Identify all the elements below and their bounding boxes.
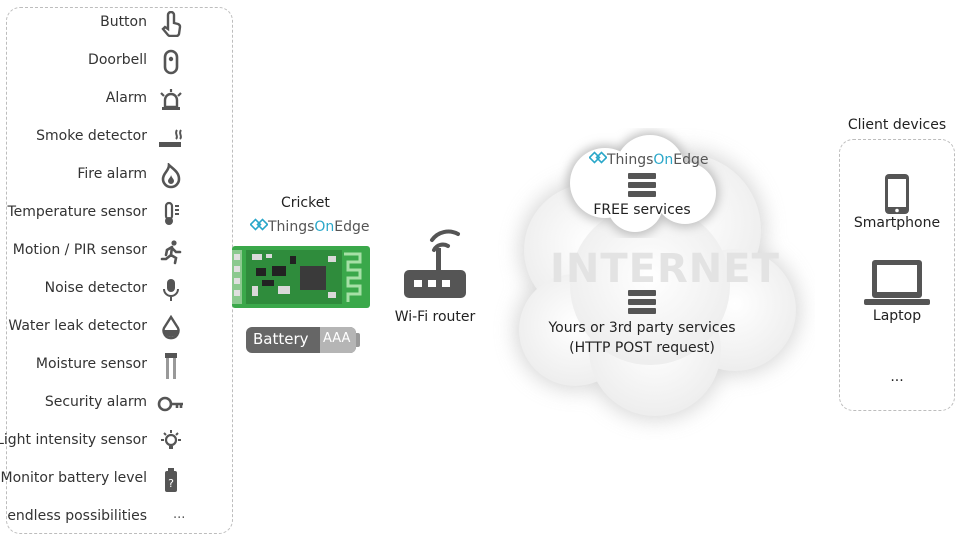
sensor-item: Water leak detector — [0, 314, 227, 341]
sensor-label: Doorbell — [88, 52, 147, 68]
brand-text-edge: Edge — [334, 219, 370, 235]
water-drop-icon — [157, 314, 185, 341]
battery-cell-label: AAA — [323, 331, 351, 346]
running-person-icon — [157, 239, 185, 265]
svg-text:?: ? — [168, 477, 174, 490]
brand-text-things: Things — [607, 152, 654, 168]
more-devices-ellipsis: ... — [890, 369, 904, 385]
sensor-label: endless possibilities — [7, 508, 147, 524]
doorbell-icon — [157, 49, 185, 75]
sensor-label: Monitor battery level — [0, 470, 147, 486]
light-bulb-icon — [157, 429, 185, 455]
battery-indicator: Battery AAA — [246, 327, 356, 353]
laptop-icon — [864, 260, 930, 305]
ellipsis-icon: ... — [173, 507, 186, 522]
wifi-router-label: Wi-Fi router — [394, 309, 476, 325]
module-brand-logo: ThingsOnEdge — [249, 216, 370, 235]
brand-logo-icon — [588, 151, 608, 164]
sensor-label: Alarm — [105, 90, 147, 106]
brand-text-things: Things — [268, 219, 315, 235]
thermometer-icon — [157, 201, 185, 227]
http-post-request-label: (HTTP POST request) — [569, 340, 715, 356]
moisture-probe-icon — [157, 353, 185, 379]
sensor-label: Water leak detector — [8, 318, 147, 334]
smartphone-label: Smartphone — [853, 215, 941, 231]
sensor-label: Security alarm — [44, 394, 147, 410]
sensor-label: Moisture sensor — [35, 356, 147, 372]
third-party-services-label: Yours or 3rd party services — [548, 320, 736, 336]
smoke-icon — [157, 125, 185, 151]
sensor-item: Button — [0, 10, 227, 38]
internet-label: INTERNET — [550, 246, 780, 292]
free-services-label: FREE services — [593, 202, 691, 218]
smartphone-icon — [885, 174, 909, 214]
sensor-label: Noise detector — [44, 280, 147, 296]
cricket-module-board — [232, 246, 370, 308]
cloud-brand-logo: ThingsOnEdge — [588, 149, 709, 168]
sensor-label: Temperature sensor — [7, 204, 147, 220]
sensor-item: Light intensity sensor — [0, 429, 227, 455]
things-on-edge-cloud — [567, 132, 719, 236]
sensor-item: Temperature sensor — [0, 201, 227, 227]
flame-icon — [157, 161, 185, 189]
client-devices-panel — [839, 139, 955, 411]
battery-label: Battery — [253, 330, 309, 348]
brand-text-edge: Edge — [673, 152, 709, 168]
brand-text-on: On — [653, 152, 674, 168]
sensor-label: Motion / PIR sensor — [12, 242, 147, 258]
sensor-label: Fire alarm — [77, 166, 147, 182]
battery-cell: AAA — [320, 327, 356, 353]
key-icon — [157, 391, 185, 417]
sensor-item: Noise detector — [0, 277, 227, 303]
sensor-item: Fire alarm — [0, 161, 227, 189]
sensor-item: Smoke detector — [0, 125, 227, 151]
alarm-bell-icon — [157, 87, 185, 113]
laptop-label: Laptop — [872, 308, 922, 324]
client-devices-title: Client devices — [847, 117, 947, 133]
sensor-item: Motion / PIR sensor — [0, 239, 227, 265]
brand-text-on: On — [314, 219, 335, 235]
sensor-label: Light intensity sensor — [0, 432, 147, 448]
battery-question-icon: ? — [157, 467, 185, 493]
wifi-router-icon — [404, 229, 466, 298]
sensor-item: Monitor battery level? — [0, 467, 227, 493]
finger-press-icon — [157, 10, 185, 38]
sensor-item: Security alarm — [0, 391, 227, 417]
sensor-item: endless possibilities... — [0, 505, 227, 531]
brand-logo-icon — [249, 218, 269, 231]
sensor-item: Alarm — [0, 87, 227, 113]
microphone-icon — [157, 277, 185, 303]
battery-terminal — [356, 333, 360, 347]
sensor-label: Button — [100, 14, 147, 30]
sensor-item: Moisture sensor — [0, 353, 227, 379]
server-icon — [628, 173, 656, 197]
sensor-item: Doorbell — [0, 49, 227, 75]
server-icon — [628, 290, 656, 314]
module-title: Cricket — [281, 195, 330, 211]
sensor-label: Smoke detector — [36, 128, 147, 144]
